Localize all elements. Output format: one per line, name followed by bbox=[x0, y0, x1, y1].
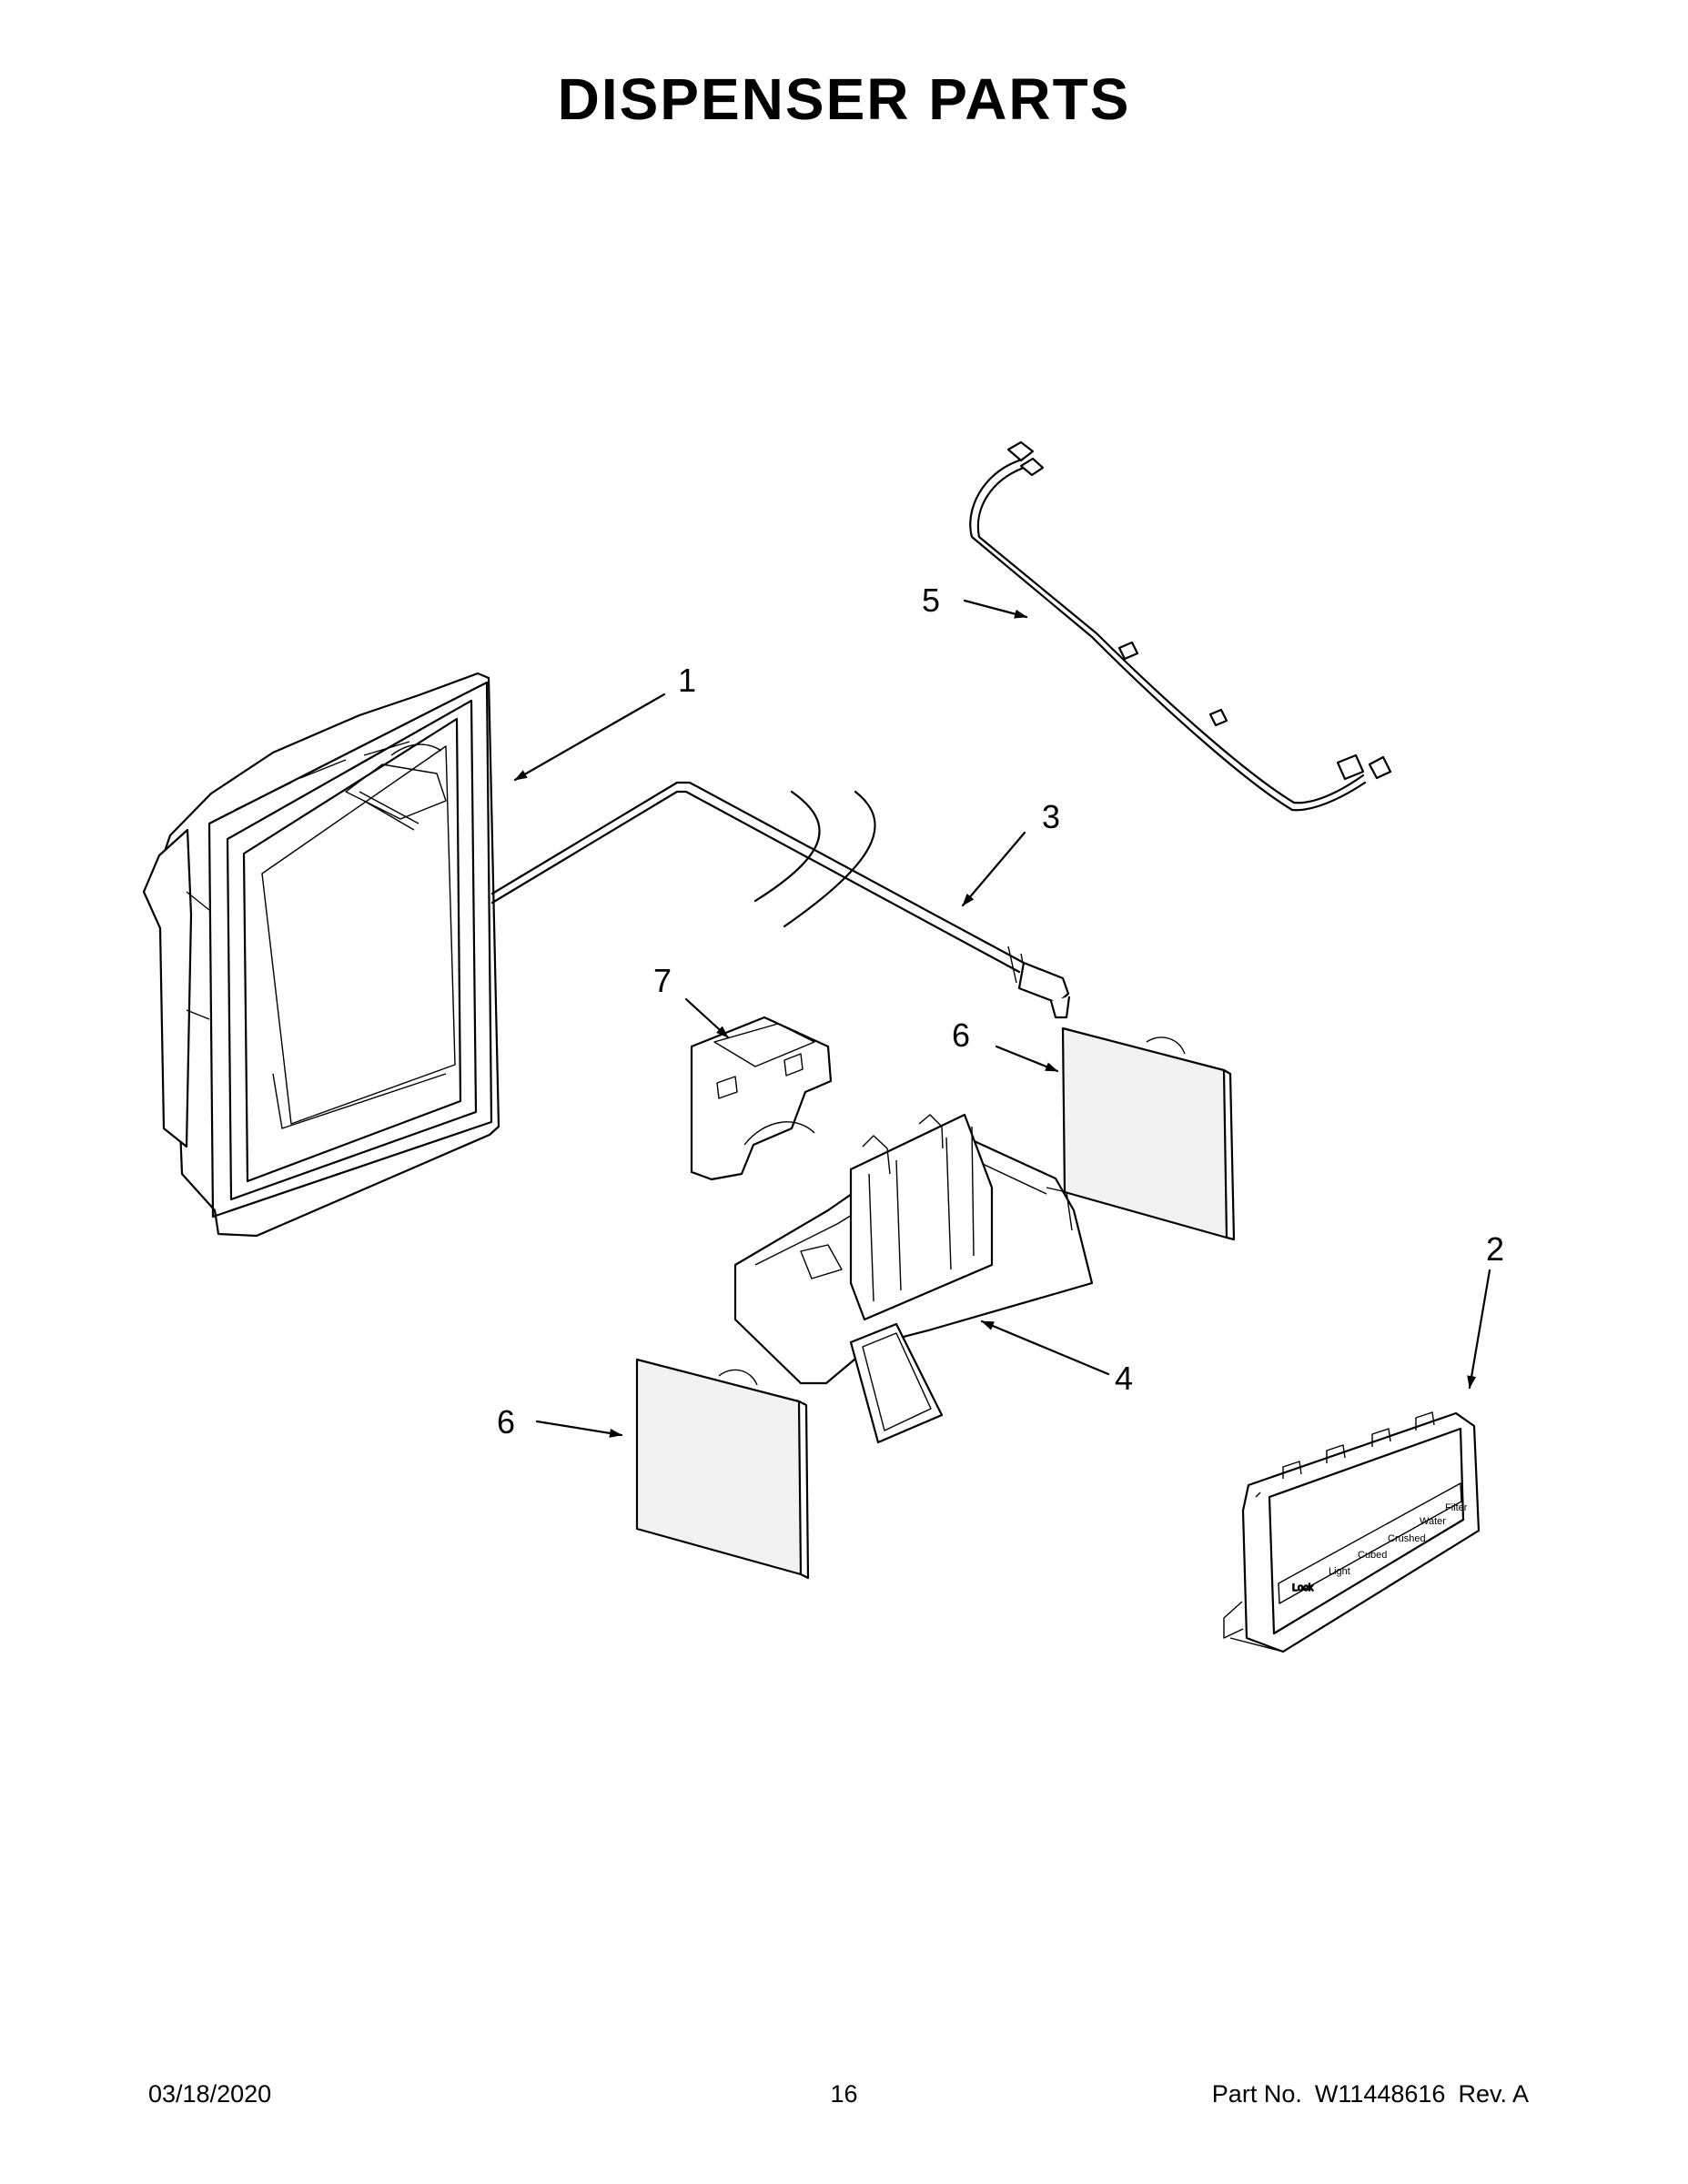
callout-3: 3 bbox=[1042, 798, 1060, 835]
part-6-panel-upper bbox=[1061, 1026, 1236, 1241]
callout-7: 7 bbox=[653, 962, 672, 999]
part-no-label: Part No. bbox=[1211, 2080, 1302, 2108]
part-2-control-panel: Lock Light Cubed Crushed Water Filter bbox=[1223, 1411, 1481, 1653]
page-title: DISPENSER PARTS bbox=[557, 66, 1131, 132]
part-no-value: W11448616 bbox=[1314, 2080, 1446, 2108]
callout-5: 5 bbox=[922, 581, 940, 619]
control-label-lock: Lock bbox=[1292, 1582, 1314, 1593]
callout-6-upper: 6 bbox=[952, 1016, 970, 1054]
callout-2: 2 bbox=[1486, 1230, 1504, 1268]
control-label-cubed: Cubed bbox=[1358, 1550, 1387, 1561]
part-7-actuator bbox=[690, 1016, 833, 1181]
part-3-water-tube bbox=[490, 781, 1071, 1019]
footer-page-number: 16 bbox=[830, 2080, 858, 2108]
part-6-panel-lower bbox=[635, 1358, 810, 1580]
part-5-wire-harness bbox=[969, 440, 1392, 812]
callout-6-lower: 6 bbox=[497, 1403, 515, 1441]
control-label-crushed: Crushed bbox=[1388, 1533, 1426, 1544]
footer-date: 03/18/2020 bbox=[148, 2080, 272, 2108]
callout-1: 1 bbox=[678, 662, 696, 699]
callout-arrows bbox=[513, 599, 1491, 1438]
part-4-dispenser-assembly bbox=[733, 1113, 1094, 1444]
part-1-dispenser-housing bbox=[142, 672, 500, 1238]
control-label-filter: Filter bbox=[1445, 1502, 1468, 1513]
control-label-water: Water bbox=[1420, 1516, 1446, 1527]
footer-part-number: Part No. W11448616 Rev. A bbox=[1199, 2080, 1529, 2108]
callout-4: 4 bbox=[1115, 1360, 1133, 1397]
control-label-light: Light bbox=[1329, 1566, 1350, 1577]
revision: Rev. A bbox=[1458, 2080, 1529, 2108]
